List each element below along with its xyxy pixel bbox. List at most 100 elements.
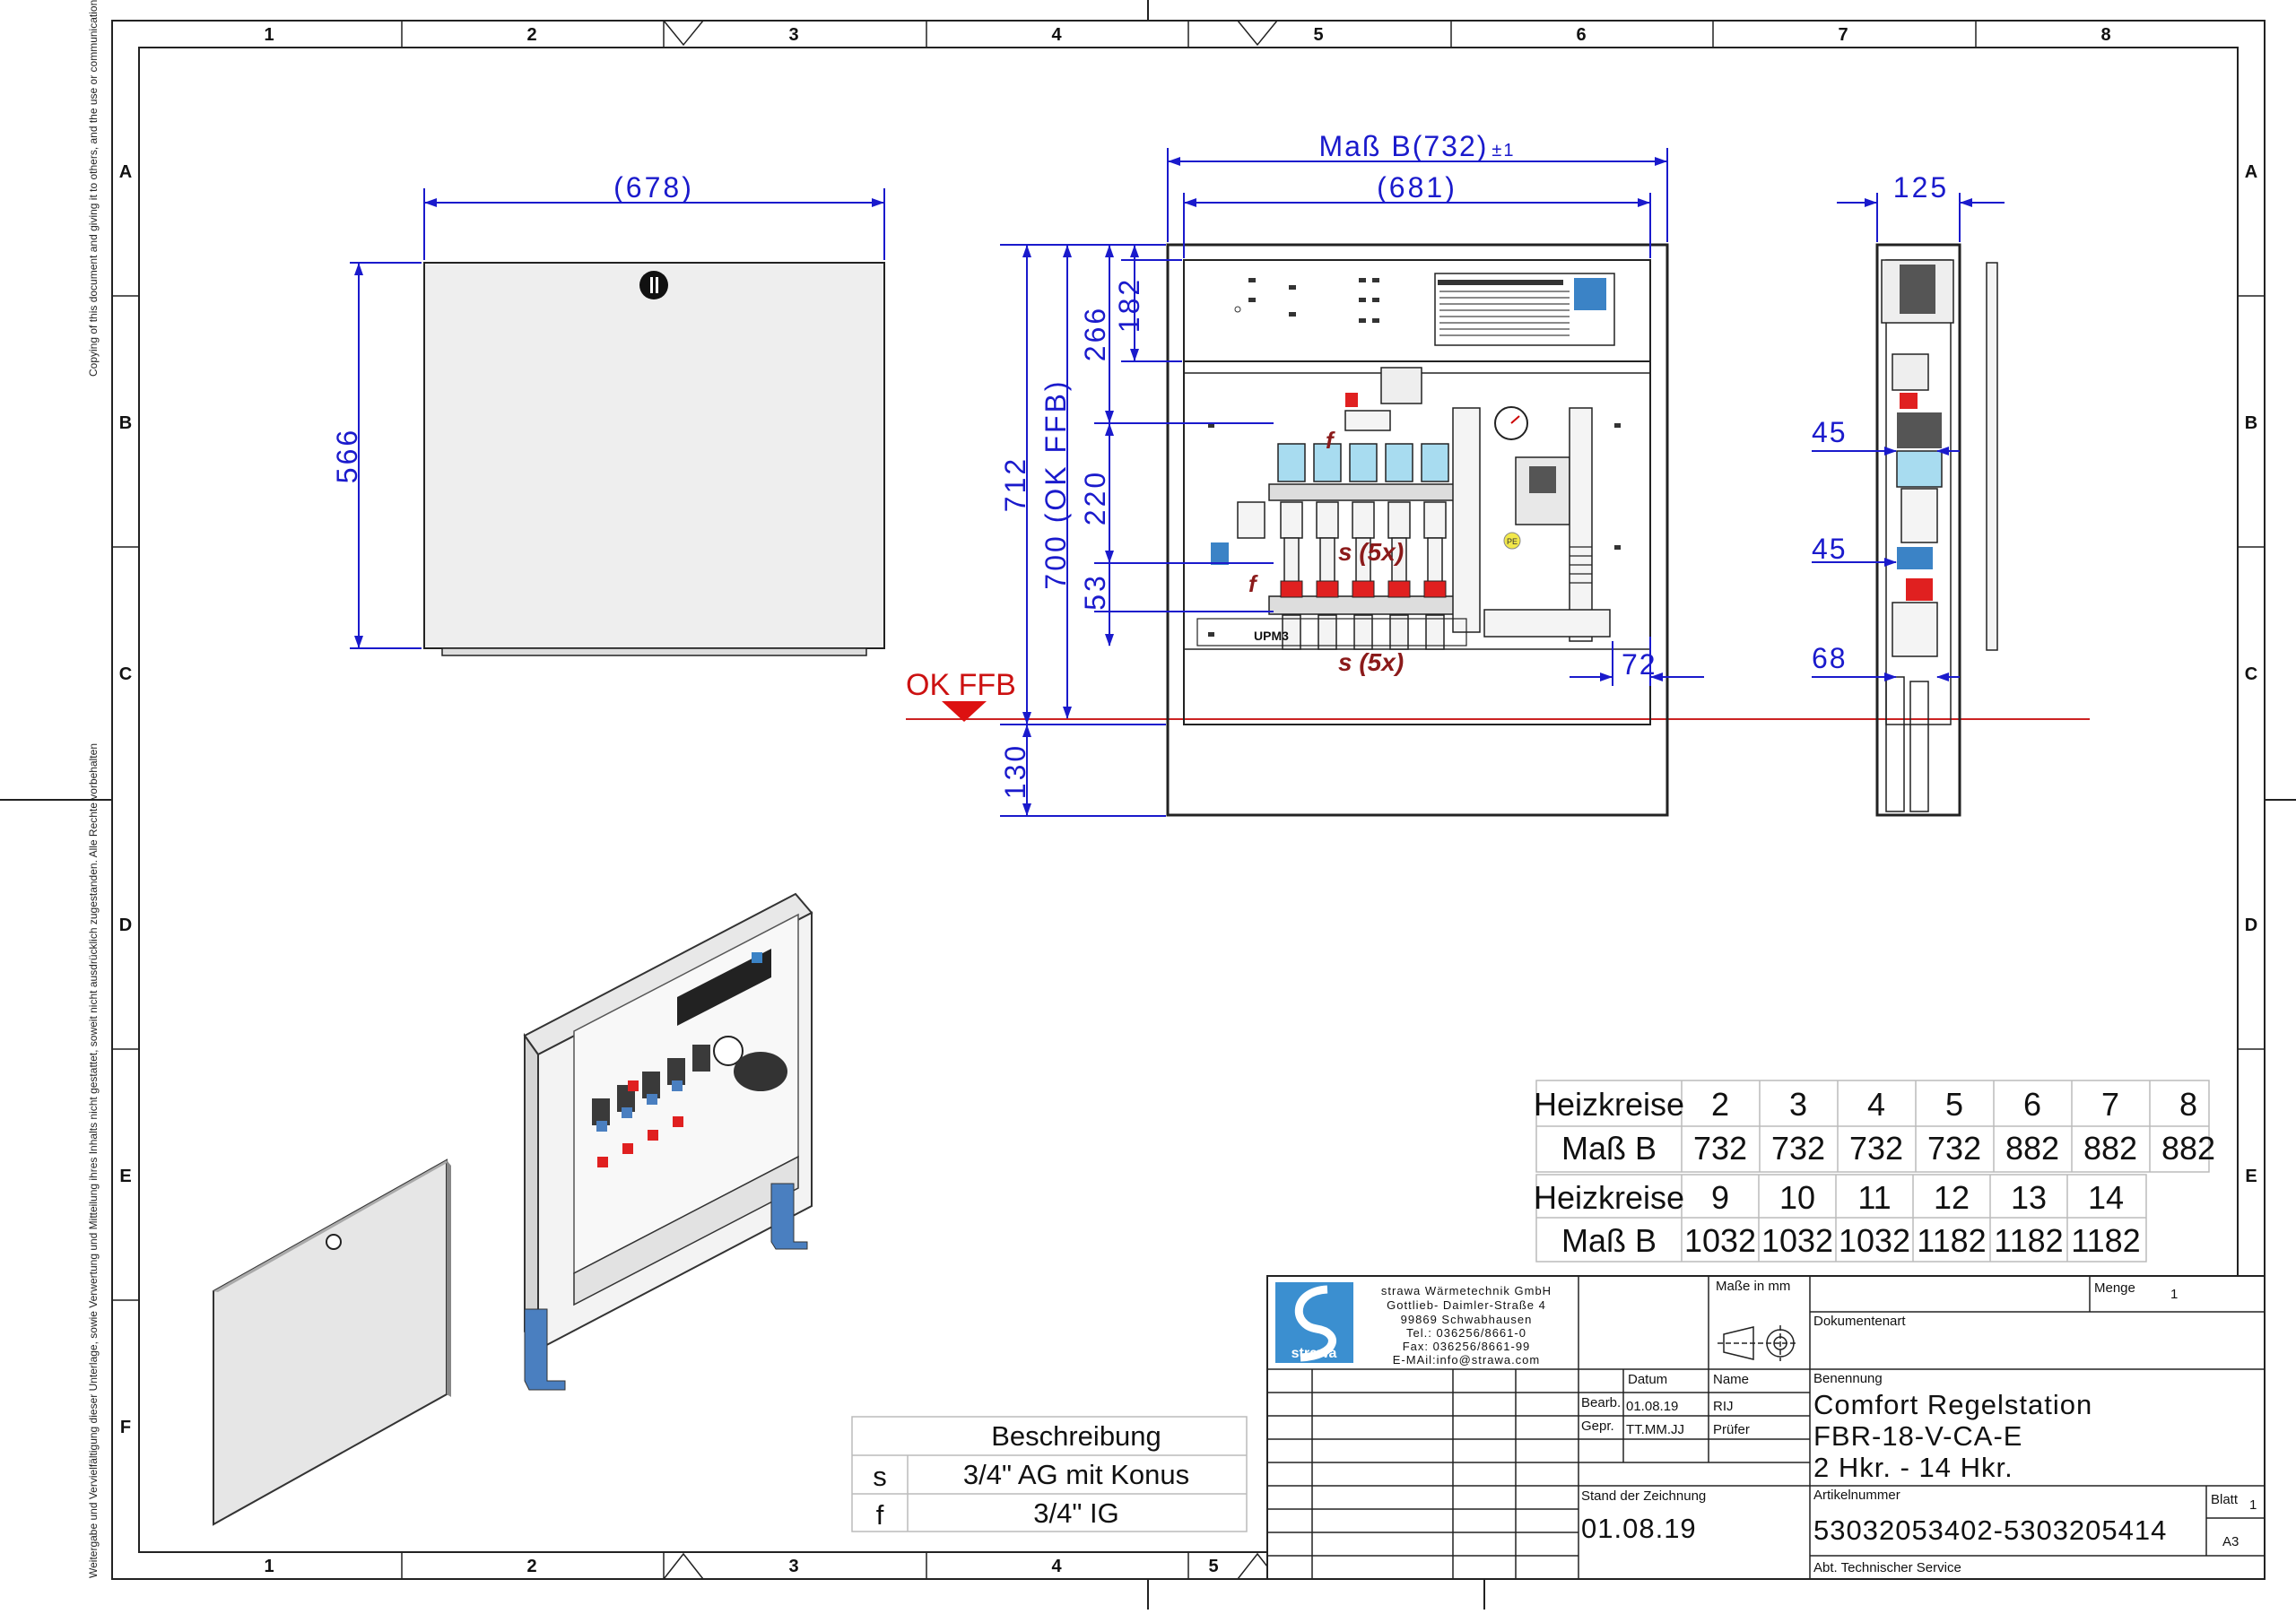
table-cell: 882 [2083, 1130, 2137, 1167]
isometric-door-view [213, 1158, 451, 1526]
dim-h712: 712 [999, 456, 1031, 512]
company-line: strawa Wärmetechnik GmbH [1381, 1284, 1552, 1297]
artikel-label: Artikelnummer [1813, 1488, 1900, 1503]
company-line: Tel.: 036256/8661-0 [1406, 1326, 1526, 1340]
dim-door-width: (678) [613, 171, 694, 204]
dim-h700: 700 (OK FFB) [1039, 378, 1072, 589]
door-lock-icon [639, 271, 668, 299]
dim-h266: 266 [1079, 306, 1111, 361]
table-cell: 3 [1789, 1086, 1807, 1123]
flowmeter-group [1277, 443, 1449, 482]
dim-h182: 182 [1113, 277, 1145, 333]
floor-level-label: OK FFB [906, 668, 1016, 702]
col-label: 7 [1838, 25, 1848, 45]
masse-label: Maße in mm [1716, 1279, 1790, 1294]
door-lock-icon [326, 1234, 342, 1250]
col-label: 6 [1576, 25, 1586, 45]
datum-label: Datum [1628, 1372, 1667, 1387]
col-label: 4 [1051, 1557, 1062, 1576]
table-cell: 1182 [1917, 1222, 1986, 1259]
lower-valve-group [1280, 580, 1447, 598]
logo-text: strawa [1292, 1346, 1337, 1361]
table-head-label: Heizkreise [1534, 1179, 1684, 1216]
col-label: 3 [788, 25, 798, 45]
table-cell: 7 [2101, 1086, 2119, 1123]
company-line: Fax: 036256/8661-99 [1403, 1340, 1531, 1353]
dim-mass-b: Maß B(732)±1 [1318, 130, 1515, 162]
projection-symbol-icon [1718, 1325, 1798, 1361]
menge-label: Menge [2094, 1280, 2135, 1296]
gepr-date: TT.MM.JJ [1626, 1422, 1684, 1437]
company-line: E-MAil:info@strawa.com [1393, 1353, 1541, 1367]
row-label: B [119, 413, 132, 433]
col-label: 4 [1051, 25, 1062, 45]
table-head-label: Heizkreise [1534, 1086, 1684, 1123]
floor-level-marker-icon [942, 701, 987, 722]
table-cell: 732 [1771, 1130, 1825, 1167]
row-label: E [119, 1167, 131, 1186]
row-label: B [2245, 413, 2257, 433]
table-cell: 882 [2161, 1130, 2215, 1167]
col-label: 1 [264, 1557, 274, 1576]
annotation-f: f [1326, 427, 1335, 454]
table-cell: 8 [2179, 1086, 2197, 1123]
dim-h53: 53 [1079, 573, 1111, 611]
blatt-label: Blatt [2211, 1492, 2239, 1507]
row-label: A [119, 162, 132, 182]
drawing-title-3: 2 Hkr. - 14 Hkr. [1813, 1452, 2013, 1483]
table-cell: 13 [2011, 1179, 2047, 1216]
table-cell: 1182 [2071, 1222, 2140, 1259]
table-cell: 732 [1693, 1130, 1747, 1167]
col-label: 2 [526, 1557, 536, 1576]
table-cell: 9 [1711, 1179, 1729, 1216]
stand-label: Stand der Zeichnung [1581, 1488, 1706, 1504]
drawing-title-2: FBR-18-V-CA-E [1813, 1420, 2022, 1452]
table-cell: 732 [1927, 1130, 1981, 1167]
door-front-view: (678) 566 [331, 171, 885, 656]
table-cell: 1032 [1684, 1222, 1756, 1259]
col-label: 1 [264, 25, 274, 45]
company-line: 99869 Schwabhausen [1401, 1313, 1533, 1326]
company-line: Gottlieb- Daimler-Straße 4 [1387, 1298, 1546, 1312]
table-cell: 1032 [1839, 1222, 1910, 1259]
dim-door-height: 566 [331, 428, 363, 483]
annotation-f: f [1248, 570, 1258, 597]
size-table-1: Heizkreise Maß B 27323732473257326882788… [1534, 1080, 2215, 1173]
annotation-s5x: s (5x) [1338, 648, 1404, 676]
copyright-note-de: Weitergabe und Vervielfältigung dieser U… [87, 743, 100, 1578]
pump-label: UPM3 [1254, 629, 1289, 643]
cabinet-front-view: PE UPM3 s (5x) s (5x) f f OK FFB Maß B(7… [906, 130, 2090, 817]
col-label: 8 [2100, 25, 2110, 45]
dim-d125: 125 [1893, 171, 1949, 204]
row-label: D [2245, 915, 2257, 935]
isometric-cabinet-view [523, 892, 813, 1391]
col-label: 3 [788, 1557, 798, 1576]
table-cell: 5 [1945, 1086, 1963, 1123]
dim-w72: 72 [1622, 648, 1657, 681]
row-label: C [119, 664, 132, 684]
dim-inner-width: (681) [1377, 171, 1457, 204]
legend-key: s [873, 1461, 887, 1492]
drawing-title-1: Comfort Regelstation [1813, 1389, 2092, 1420]
legend-desc: 3/4" IG [1033, 1497, 1118, 1529]
artikel-value: 53032053402-5303205414 [1813, 1514, 2167, 1546]
legend-key: f [876, 1499, 884, 1531]
annotation-s5x: s (5x) [1338, 538, 1404, 566]
row-label: C [2245, 664, 2257, 684]
benennung-label: Benennung [1813, 1371, 1883, 1386]
row-label: D [119, 915, 132, 935]
table-cell: 11 [1857, 1179, 1891, 1216]
legend-table: Beschreibung s 3/4" AG mit Konus f 3/4" … [851, 1416, 1248, 1532]
dim-d45a: 45 [1812, 416, 1848, 448]
table-cell: 4 [1867, 1086, 1885, 1123]
table-sub-label: Maß B [1561, 1130, 1657, 1167]
dim-h220: 220 [1079, 470, 1111, 525]
table-cell: 12 [1934, 1179, 1970, 1216]
row-label: F [120, 1418, 131, 1437]
gepr-label: Gepr. [1581, 1419, 1614, 1434]
format-value: A3 [2222, 1534, 2239, 1549]
table-cell: 882 [2005, 1130, 2059, 1167]
pe-earth-icon [1503, 532, 1521, 550]
bearb-name: RIJ [1713, 1399, 1734, 1414]
